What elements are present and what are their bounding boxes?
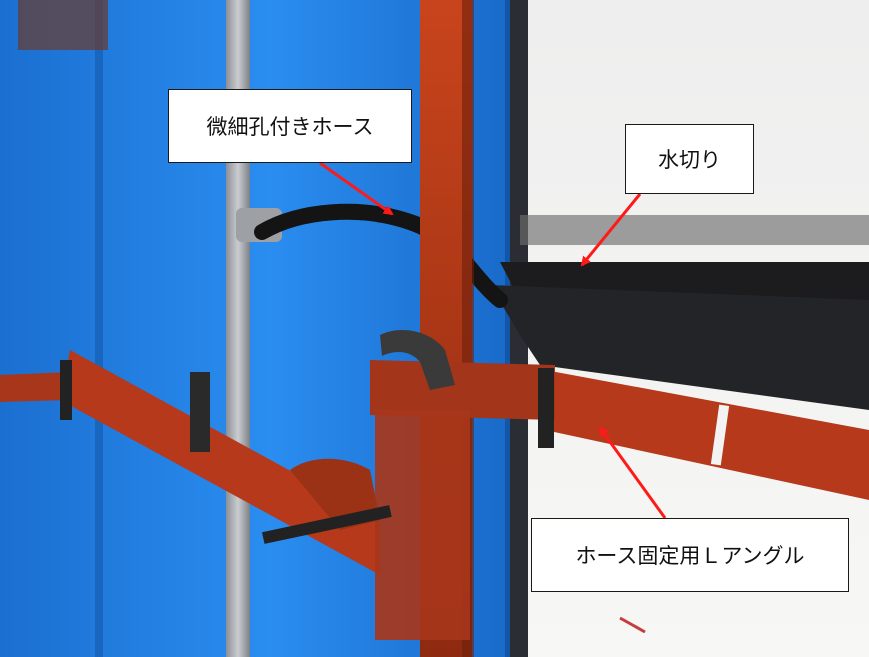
blue-panel-seam	[95, 0, 103, 657]
arrow-drip	[580, 193, 642, 267]
right-bracket	[538, 368, 554, 448]
small-clamp	[190, 372, 210, 452]
lower-clamp-body	[375, 410, 470, 640]
left-bracket	[60, 360, 72, 420]
drip-edge-lip	[490, 285, 869, 410]
callout-perforated-hose: 微細孔付きホース	[168, 89, 412, 163]
arrow-angle	[598, 426, 667, 519]
floor-mark	[619, 616, 646, 634]
angle-white-mark	[710, 404, 730, 466]
clamp-screw	[262, 505, 392, 544]
callout-hose-fixing-angle: ホース固定用Ｌアングル	[531, 518, 849, 592]
c-clamp-top	[380, 330, 455, 390]
drip-edge-top-strip	[520, 215, 869, 245]
clamp-plate	[370, 360, 555, 420]
hose-fixing-angle	[545, 370, 869, 500]
top-bracket	[18, 0, 108, 50]
arrow-hose	[319, 161, 394, 216]
callout-drip-edge: 水切り	[625, 124, 754, 194]
left-angle-stub	[0, 372, 70, 402]
diagonal-angle-left	[60, 350, 380, 575]
